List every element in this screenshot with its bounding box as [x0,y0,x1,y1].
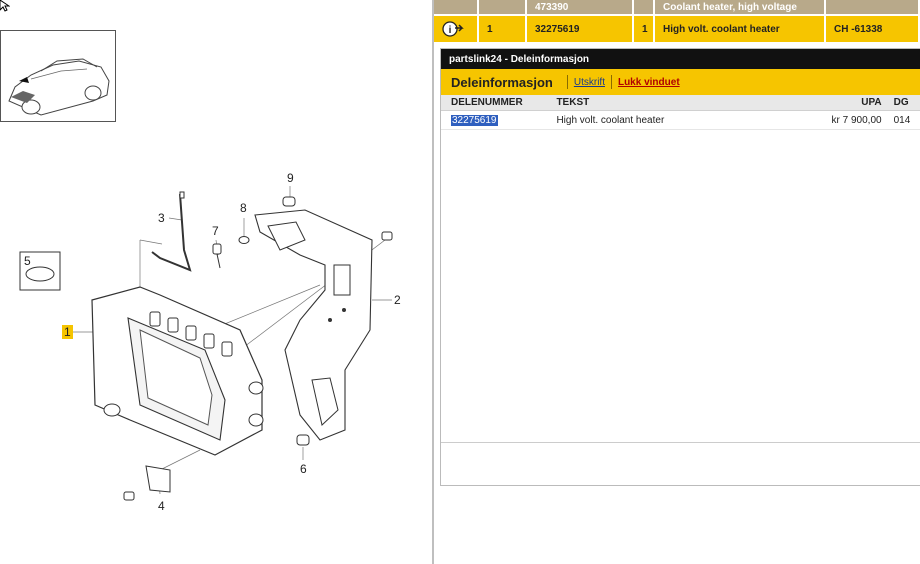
callout-2[interactable]: 2 [394,293,401,307]
popup-table-header: DELENUMMER TEKST UPA DG [441,95,920,111]
cell-icon[interactable]: i [434,16,479,42]
diagram-panel: 3 7 8 9 5 2 1 6 4 [0,0,432,564]
divider [441,442,920,443]
print-link[interactable]: Utskrift [573,76,605,88]
cell-remark: CH -61338 [826,16,920,42]
divider [566,75,568,89]
column-header-dg: DG [893,97,909,108]
cell-part-number: 32275619 [527,16,634,42]
callout-5[interactable]: 5 [24,254,31,268]
part-info-popup: partslink24 - Deleinformasjon Deleinform… [440,48,920,486]
cell-description: High volt. coolant heater [655,16,826,42]
vehicle-thumbnail[interactable] [0,30,116,122]
table-row-selected[interactable]: i 1 32275619 1 High volt. coolant heater… [434,16,920,42]
column-header-upa: UPA [861,97,882,108]
cell [634,0,655,14]
column-header-part-number: DELENUMMER [451,97,523,108]
panel-divider[interactable] [432,0,434,564]
popup-window-title: partslink24 - Deleinformasjon [449,53,590,65]
divider [610,75,612,89]
callout-1[interactable]: 1 [62,325,73,339]
popup-title-bar[interactable]: partslink24 - Deleinformasjon [441,49,920,69]
callout-3[interactable]: 3 [158,211,165,225]
close-window-link[interactable]: Lukk vinduet [617,76,680,88]
column-header-text: TEKST [556,97,590,108]
callout-9[interactable]: 9 [287,171,294,185]
svg-text:i: i [449,25,452,36]
mouse-cursor-icon [0,0,10,12]
popup-heading: Deleinformasjon [451,74,553,90]
cell [826,0,920,14]
popup-header: Deleinformasjon Utskrift Lukk vinduet [441,69,920,95]
cell-text: High volt. coolant heater [556,114,665,126]
cell-quantity: 1 [634,16,655,42]
table-row[interactable]: 32275619 High volt. coolant heater kr 7 … [441,111,920,130]
pointer-hand-icon[interactable]: i [442,21,464,37]
selected-part-number[interactable]: 32275619 [451,114,498,126]
callout-7[interactable]: 7 [212,224,219,238]
exploded-parts-diagram [19,186,393,501]
cell-part-number: 473390 [527,0,634,14]
cell-dg: 014 [893,114,911,126]
car-icon [8,58,110,116]
cell-position: 1 [479,16,527,42]
cell [479,0,527,14]
table-row[interactable]: 473390 Coolant heater, high voltage [434,0,920,14]
parts-panel: 473390 Coolant heater, high voltage i 1 … [434,0,920,564]
cell [434,0,479,14]
cell-part-number[interactable]: 32275619 [441,111,556,129]
callout-6[interactable]: 6 [300,462,307,476]
callout-4[interactable]: 4 [158,499,165,513]
cell-price: kr 7 900,00 [831,114,882,126]
callout-8[interactable]: 8 [240,201,247,215]
cell-description: Coolant heater, high voltage [655,0,826,14]
